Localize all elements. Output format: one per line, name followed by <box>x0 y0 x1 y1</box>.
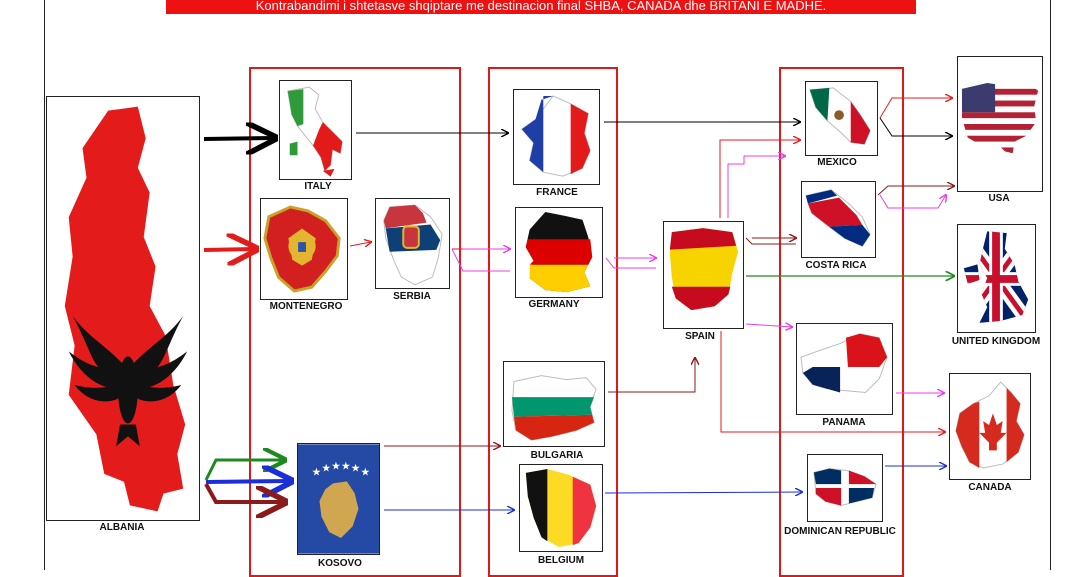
serbia-label: SERBIA <box>393 291 431 302</box>
svg-text:★: ★ <box>312 466 322 479</box>
montenegro-flag-map <box>260 198 348 300</box>
united-kingdom-flag-map <box>957 224 1036 333</box>
svg-text:★: ★ <box>360 466 370 479</box>
germany-flag-map <box>515 207 603 298</box>
arrow-montenegro-serbia <box>349 242 371 246</box>
costa-rica-flag-map <box>801 181 876 258</box>
united-kingdom-label: UNITED KINGDOM <box>951 336 1041 347</box>
bulgaria-flag-map <box>503 361 605 447</box>
panama-flag-map <box>796 323 893 415</box>
diagram-title: Kontrabandimi i shtetasve shqiptare me d… <box>166 0 916 14</box>
page-border-left <box>44 0 45 570</box>
dominican-republic-label: DOMINICAN REPUBLIC <box>784 526 896 537</box>
arrow-spain-costarica <box>745 238 796 244</box>
arrow-spain-panama <box>745 324 792 327</box>
svg-text:★: ★ <box>321 462 331 475</box>
arrow-albania-kosovo-blue <box>205 481 290 482</box>
belgium-flag-map <box>519 464 603 552</box>
italy-flag-map <box>279 80 352 180</box>
arrow-serbia-germany <box>451 249 510 272</box>
costa-rica-label: COSTA RICA <box>805 260 867 271</box>
arrow-albania-kosovo-darkred <box>204 483 284 502</box>
albania-label: ALBANIA <box>99 522 145 533</box>
svg-text:★: ★ <box>351 462 361 475</box>
arrow-germany-spain <box>605 258 656 269</box>
dominican-republic-flag-map <box>807 454 883 522</box>
arrow-albania-italy <box>203 138 274 139</box>
italy-label: ITALY <box>304 181 332 192</box>
usa-label: USA <box>988 193 1010 204</box>
arrow-spain-mexico-red <box>719 140 800 218</box>
canada-flag-map <box>949 373 1031 480</box>
arrow-albania-kosovo-green <box>204 460 284 481</box>
france-label: FRANCE <box>536 187 578 198</box>
arrow-spain-canada <box>720 331 945 432</box>
montenegro-label: MONTENEGRO <box>269 301 343 312</box>
svg-text:★: ★ <box>331 460 341 473</box>
spain-flag-map <box>663 221 744 329</box>
france-flag-map <box>513 89 600 185</box>
usa-flag-map <box>957 56 1043 192</box>
arrow-bulgaria-spain <box>608 358 695 393</box>
albania-flag-map <box>46 96 200 521</box>
arrow-albania-montenegro <box>203 249 255 250</box>
svg-text:★: ★ <box>341 460 351 473</box>
arrow-costarica-usa-darkred <box>877 186 954 196</box>
arrow-belgium-dominican <box>604 492 802 493</box>
kosovo-label: KOSOVO <box>318 558 362 569</box>
spain-label: SPAIN <box>685 331 715 342</box>
bulgaria-label: BULGARIA <box>530 450 584 461</box>
mexico-label: MEXICO <box>817 157 857 168</box>
page-border-right <box>1050 0 1051 570</box>
mexico-flag-map <box>805 81 878 156</box>
arrow-spain-mexico-magenta <box>727 156 785 218</box>
arrow-mexico-usa-red <box>879 98 952 119</box>
panama-label: PANAMA <box>822 417 866 428</box>
germany-label: GERMANY <box>528 299 580 310</box>
canada-label: CANADA <box>968 482 1012 493</box>
arrow-mexico-usa-black <box>879 117 952 136</box>
serbia-flag-map <box>375 198 450 289</box>
belgium-label: BELGIUM <box>537 555 585 566</box>
kosovo-flag-map: ★★★ ★★★ <box>297 443 380 555</box>
arrow-costarica-usa-magenta <box>879 195 946 209</box>
